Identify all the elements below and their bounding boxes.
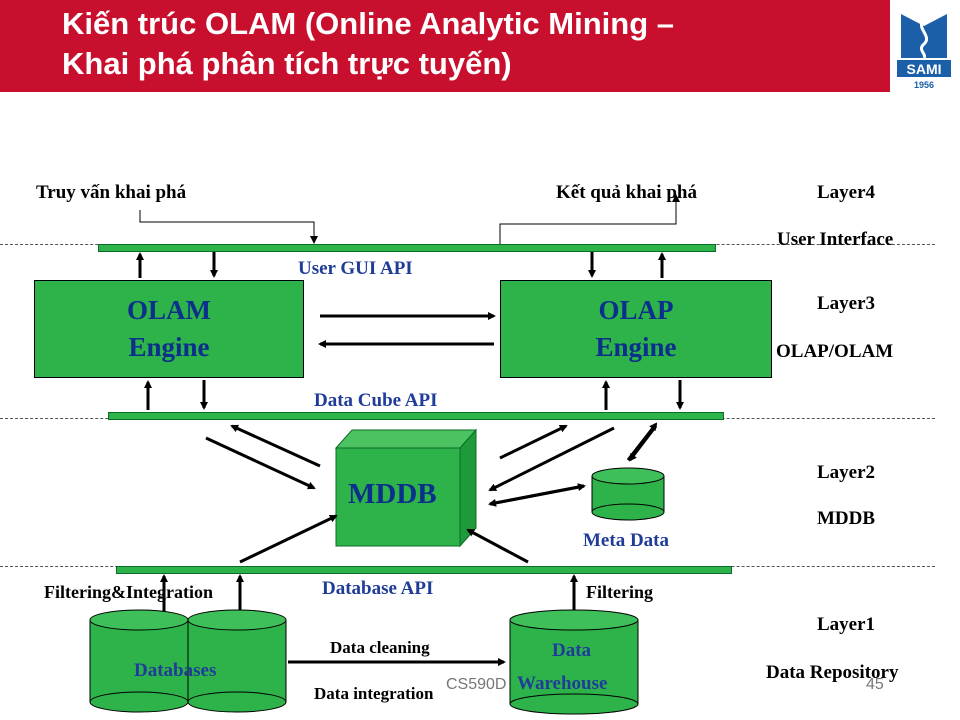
query-label: Truy vấn khai phá [36, 182, 187, 203]
databases-cylinder-2-top [187, 609, 287, 631]
title-bar [0, 0, 890, 92]
warehouse-label-line2: Warehouse [517, 673, 608, 694]
metadata-to-cube-arrow [626, 422, 658, 461]
metadata-cylinder-top [591, 467, 665, 485]
data-cube-api-label: Data Cube API [314, 390, 438, 411]
meta-data-label: Meta Data [583, 530, 669, 551]
databases-cylinder-1-top [89, 609, 189, 631]
mddb-to-cube-arrow-right [499, 424, 568, 460]
olap-engine-line2: Engine [595, 332, 677, 362]
mddb-to-cube-arrow-left [230, 424, 321, 468]
user-gui-api-label: User GUI API [298, 258, 413, 279]
layer4-desc: User Interface [777, 229, 894, 250]
title-line-2: Khai phá phân tích trực tuyến) [62, 46, 512, 81]
warehouse-label-line1: Data [552, 640, 592, 661]
title-line-1: Kiến trúc OLAM (Online Analytic Mining – [62, 6, 674, 41]
mddb-cube-front [335, 447, 461, 547]
result-label: Kết quả khai phá [556, 182, 697, 203]
data-cleaning-label: Data cleaning [330, 638, 430, 657]
page-number: 45 [866, 676, 884, 693]
filtering-integration-label: Filtering&Integration [44, 582, 213, 602]
user-gui-api-bar [98, 244, 716, 252]
layer3-desc: OLAP/OLAM [776, 341, 894, 362]
logo-year: 1956 [914, 80, 934, 90]
layer1-name: Layer1 [817, 614, 876, 635]
data-integration-label: Data integration [314, 684, 434, 703]
olam-engine-box: OLAM Engine [34, 280, 304, 378]
olam-engine-line2: Engine [128, 332, 210, 362]
data-cube-api-bar [108, 412, 724, 420]
databases-label: Databases [134, 660, 217, 681]
slide-title: Kiến trúc OLAM (Online Analytic Mining –… [62, 4, 882, 84]
olap-engine-box: OLAP Engine [500, 280, 772, 378]
mddb-cube-side [459, 428, 477, 548]
filtering-label: Filtering [586, 582, 653, 602]
mddb-cube-top [334, 429, 478, 449]
footer-course: CS590D [446, 676, 507, 693]
dbapi-to-mddb-arrow-left [239, 514, 338, 564]
layer2-name: Layer2 [817, 462, 876, 483]
olap-engine-line1: OLAP [598, 295, 674, 325]
warehouse-cylinder-top [509, 609, 639, 631]
database-api-bar [116, 566, 732, 574]
sami-logo: SAMI 1956 [893, 8, 955, 92]
cube-to-mddb-arrow-left [205, 436, 316, 490]
olam-engine-line1: OLAM [127, 295, 211, 325]
metadata-mddb-arrow [488, 484, 585, 507]
result-connector [499, 194, 680, 244]
cube-to-mddb-arrow-right [488, 426, 615, 492]
layer4-name: Layer4 [817, 182, 876, 203]
mddb-label: MDDB [348, 478, 437, 510]
dbapi-to-mddb-arrow-right [466, 528, 529, 564]
layer2-desc: MDDB [817, 508, 876, 529]
layer1-desc: Data Repository [766, 662, 899, 683]
query-connector [139, 210, 318, 244]
database-api-label: Database API [322, 578, 434, 599]
logo-text: SAMI [907, 61, 942, 77]
slide-header: Kiến trúc OLAM (Online Analytic Mining –… [0, 0, 960, 118]
layer3-name: Layer3 [817, 293, 876, 314]
